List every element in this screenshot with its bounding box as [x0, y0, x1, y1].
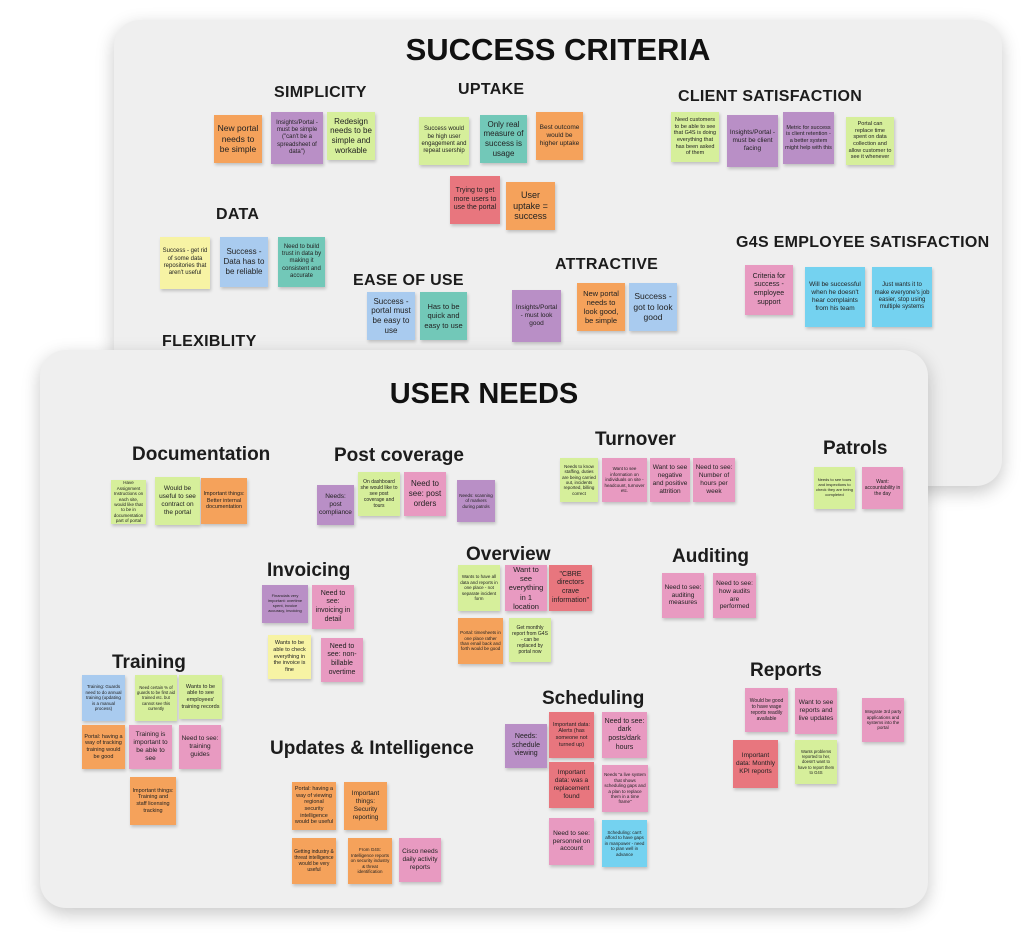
sticky-note-portal-timesheets-in-one[interactable]: Portal: timesheets in one place rather t… [458, 618, 503, 664]
sticky-note-metric-for-success-is[interactable]: Metric for success is client retention -… [783, 112, 834, 164]
section-patrols: Patrols [823, 438, 888, 459]
sticky-note-from-g4s-intelligence-reports[interactable]: From G4S: Intelligence reports on securi… [348, 838, 392, 884]
section-documentation: Documentation [132, 444, 271, 465]
section-attractive: ATTRACTIVE [555, 256, 659, 273]
sticky-note-would-be-good-to[interactable]: Would be good to have wage reports readi… [745, 688, 788, 732]
sticky-note-want-to-see-information[interactable]: Want to see information on individuals o… [602, 458, 647, 502]
sticky-note-portal-can-replace-time[interactable]: Portal can replace time spent on data co… [846, 117, 894, 165]
sticky-note-wants-to-have-all[interactable]: Wants to have all data and reports in on… [458, 565, 500, 611]
sticky-note-need-customers-to-be[interactable]: Need customers to be able to see that G4… [671, 112, 719, 162]
sticky-note-wants-problems-reported-to[interactable]: Wants problems reported to her, doesn't … [795, 740, 837, 784]
sticky-note-needs-post-compliance[interactable]: Needs: post compliance [317, 485, 354, 525]
sticky-note-needs-to-know-staffing[interactable]: Needs to know staffing, duties are being… [560, 458, 598, 502]
section-reports: Reports [750, 660, 822, 681]
sticky-note-cisco-needs-daily-activity[interactable]: Cisco needs daily activity reports [399, 838, 441, 882]
sticky-note-important-data-was-a[interactable]: Important data: was a replacement found [549, 762, 594, 808]
sticky-note-insights-portal-must-look[interactable]: Insights/Portal - must look good [512, 290, 561, 342]
sticky-note-need-to-see-invoicing[interactable]: Need to see: invoicing in detail [312, 585, 354, 629]
sticky-note-want-to-see-reports[interactable]: Want to see reports and live updates [795, 688, 837, 734]
section-post-coverage: Post coverage [334, 445, 464, 466]
sticky-note-financials-very-important-overtime[interactable]: Financials very important: overtime spen… [262, 585, 308, 623]
sticky-note-success-portal-must-be[interactable]: Success - portal must be easy to use [367, 292, 415, 340]
section-updates-intelligence: Updates & Intelligence [270, 738, 474, 759]
sticky-note-training-guards-need-to[interactable]: Training: Guards need to do annual train… [82, 675, 125, 721]
sticky-note-success-got-to-look[interactable]: Success - got to look good [629, 283, 677, 331]
sticky-note-trying-to-get-more[interactable]: Trying to get more users to use the port… [450, 176, 500, 224]
section-g4s-employee-satisfaction: G4S EMPLOYEE SATISFACTION [736, 234, 990, 251]
section-ease-of-use: EASE OF USE [353, 272, 464, 289]
sticky-note-have-assignment-instructions-on[interactable]: Have Assignment Instructions on each sit… [111, 480, 146, 524]
section-overview: Overview [466, 544, 551, 565]
sticky-note-insights-portal-must-be[interactable]: Insights/Portal - must be simple ("can't… [271, 112, 323, 164]
sticky-note-only-real-measure-of[interactable]: Only real measure of success is usage [480, 115, 527, 163]
sticky-note-getting-industry-threat-intelligence[interactable]: Getting industry & threat intelligence w… [292, 838, 336, 884]
sticky-note-portal-having-a-way[interactable]: Portal: having a way of tracking trainin… [82, 725, 125, 769]
sticky-note-success-get-rid-of[interactable]: Success - get rid of some data repositor… [160, 237, 210, 289]
sticky-note-success-would-be-high[interactable]: Success would be high user engagement an… [419, 117, 469, 165]
sticky-note-just-wants-it-to[interactable]: Just wants it to make everyone's job eas… [872, 267, 932, 327]
sticky-note-want-to-see-everything[interactable]: Want to see everything in 1 location [505, 565, 547, 611]
sticky-note-new-portal-needs-to[interactable]: New portal needs to be simple [214, 115, 262, 163]
sticky-note-cbre-directors-crave-information[interactable]: "CBRE directors crave information" [549, 565, 592, 611]
sticky-note-need-to-see-dark[interactable]: Need to see: dark posts/dark hours [602, 712, 647, 758]
sticky-note-on-dashboard-she-would[interactable]: On dashboard she would like to see post … [358, 472, 400, 516]
sticky-note-training-is-important-to[interactable]: Training is important to be able to see [129, 725, 172, 769]
sticky-note-would-be-useful-to[interactable]: Would be useful to see contract on the p… [155, 477, 200, 525]
sticky-note-get-monthly-report-from[interactable]: Get monthly report from G4S - can be rep… [509, 618, 551, 662]
section-simplicity: SIMPLICITY [274, 84, 367, 101]
section-uptake: UPTAKE [458, 81, 525, 98]
sticky-note-needs-to-see-tours[interactable]: Needs to see tours and inspections to ch… [814, 467, 855, 509]
sticky-note-redesign-needs-to-be[interactable]: Redesign needs to be simple and workable [327, 112, 375, 160]
sticky-note-has-to-be-quick[interactable]: Has to be quick and easy to use [420, 292, 467, 340]
section-data: DATA [216, 206, 260, 223]
sticky-note-wants-to-be-able[interactable]: Wants to be able to check everything in … [268, 635, 311, 679]
sticky-note-scheduling-can-t-afford[interactable]: Scheduling: can't afford to have gaps in… [602, 820, 647, 867]
sticky-note-needs-scanning-of-markers[interactable]: Needs: scanning of markers during patrol… [457, 480, 495, 522]
sticky-note-need-to-see-non[interactable]: Need to see: non-billable overtime [321, 638, 363, 682]
sticky-note-important-things-better-internal[interactable]: Important things: Better internal docume… [201, 478, 247, 524]
sticky-note-need-to-see-how[interactable]: Need to see: how audits are performed [713, 573, 756, 618]
sticky-note-user-uptake-success[interactable]: User uptake = success [506, 182, 555, 230]
sticky-note-want-accountability-in-the[interactable]: Want: accountability in the day [862, 467, 903, 509]
sticky-note-important-data-monthly-kpi[interactable]: Important data: Monthly KPI reports [733, 740, 778, 788]
sticky-note-need-certain-of-guards[interactable]: Need certain % of guards to be first aid… [135, 675, 177, 721]
sticky-note-wants-to-be-able[interactable]: Wants to be able to see employees' train… [179, 675, 222, 719]
sticky-note-success-data-has-to[interactable]: Success - Data has to be reliable [220, 237, 268, 287]
sticky-note-insights-portal-must-be[interactable]: Insights/Portal - must be client facing [727, 115, 778, 167]
sticky-note-need-to-see-auditing[interactable]: Need to see: auditing measures [662, 573, 704, 618]
sticky-note-will-be-successful-when[interactable]: Will be successful when he doesn't hear … [805, 267, 865, 327]
sticky-note-need-to-see-number[interactable]: Need to see: Number of hours per week [693, 458, 735, 502]
sticky-note-need-to-build-trust[interactable]: Need to build trust in data by making it… [278, 237, 325, 287]
sticky-note-criteria-for-success-employee[interactable]: Criteria for success - employee support [745, 265, 793, 315]
user-needs-title: USER NEEDS [389, 378, 579, 410]
sticky-note-need-to-see-post[interactable]: Need to see: post orders [404, 472, 446, 516]
section-flexiblity: FLEXIBLITY [162, 333, 257, 350]
sticky-note-need-to-see-training[interactable]: Need to see: training guides [179, 725, 221, 769]
sticky-note-need-to-see-personnel[interactable]: Need to see: personnel on account [549, 818, 594, 865]
sticky-note-needs-schedule-viewing[interactable]: Needs: schedule viewing [505, 724, 547, 768]
section-turnover: Turnover [595, 429, 676, 450]
section-invoicing: Invoicing [267, 560, 351, 581]
section-scheduling: Scheduling [542, 688, 645, 709]
sticky-note-portal-having-a-way[interactable]: Portal: having a way of viewing regional… [292, 782, 336, 830]
sticky-note-important-things-security-reporting[interactable]: Important things: Security reporting [344, 782, 387, 830]
sticky-note-important-things-training-and[interactable]: Important things: Training and staff lic… [130, 777, 176, 825]
section-auditing: Auditing [672, 546, 750, 567]
section-training: Training [112, 652, 186, 673]
sticky-note-needs-a-live-system[interactable]: Needs "a live system that shows scheduli… [602, 765, 648, 812]
sticky-note-integrate-3rd-party-applications[interactable]: Integrate 3rd party applications and sys… [862, 698, 904, 742]
sticky-note-want-to-see-negative[interactable]: Want to see negative and positive attrit… [650, 458, 690, 502]
sticky-note-important-data-alerts-has[interactable]: Important data: Alerts (has someone not … [549, 712, 594, 758]
section-client-satisfaction: CLIENT SATISFACTION [678, 88, 863, 105]
sticky-note-new-portal-needs-to[interactable]: New portal needs to look good, be simple [577, 283, 625, 331]
sticky-note-best-outcome-would-be[interactable]: Best outcome would be higher uptake [536, 112, 583, 160]
success-criteria-title: SUCCESS CRITERIA [405, 32, 711, 67]
